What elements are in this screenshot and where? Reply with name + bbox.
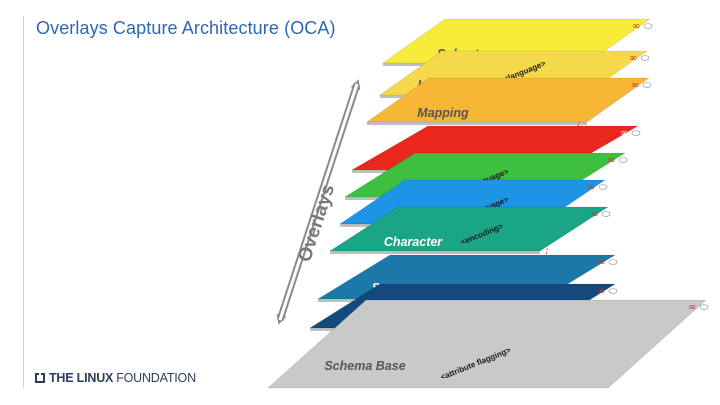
layer-source-node-icon bbox=[608, 259, 618, 265]
layer-mapping-node-icon bbox=[642, 82, 652, 88]
layer-schema-base-node-icon bbox=[699, 304, 709, 310]
layer-information-link-icon: ∞ bbox=[629, 53, 637, 64]
layer-mapping-face bbox=[366, 77, 650, 123]
layer-label-node-icon bbox=[618, 157, 628, 163]
layer-mapping-edge bbox=[367, 122, 587, 125]
layer-schema-base: ∞Schema Base<attribute flagging> bbox=[267, 299, 709, 389]
layer-format-node-icon bbox=[631, 130, 641, 136]
linux-foundation-logo: THE LINUX FOUNDATION bbox=[34, 370, 196, 386]
layer-character: ∞Character<encoding> bbox=[328, 206, 611, 254]
slide-title: Overlays Capture Architecture (OCA) bbox=[36, 18, 336, 38]
layer-schema-base-label: Schema Base bbox=[324, 359, 405, 373]
linux-foundation-mark-icon bbox=[35, 372, 45, 383]
layer-source-link-icon: ∞ bbox=[597, 257, 605, 268]
logo-text-light: FOUNDATION bbox=[116, 371, 196, 385]
layer-character-edge bbox=[330, 251, 540, 254]
layer-character-face bbox=[328, 206, 610, 252]
layer-information-node-icon bbox=[640, 55, 650, 61]
layer-masking-link-icon: ∞ bbox=[597, 286, 605, 297]
layer-character-link-icon: ∞ bbox=[590, 209, 598, 220]
layer-label-link-icon: ∞ bbox=[607, 155, 615, 166]
layer-mapping-label: Mapping bbox=[417, 106, 469, 120]
layer-subset-node-icon bbox=[643, 23, 653, 29]
layer-mapping-link-icon: ∞ bbox=[631, 80, 639, 91]
layer-character-label: Character bbox=[384, 235, 443, 249]
left-divider-line bbox=[23, 16, 24, 388]
layer-format-link-icon: ∞ bbox=[620, 128, 628, 139]
layer-character-node-icon bbox=[601, 211, 611, 217]
layer-subset-link-icon: ∞ bbox=[632, 21, 640, 32]
logo-text-bold: THE LINUX bbox=[49, 371, 114, 385]
layer-schema-base-link-icon: ∞ bbox=[688, 302, 696, 313]
layer-entry-node-icon bbox=[598, 184, 608, 190]
layer-mapping: ∞ Mapping bbox=[366, 77, 652, 125]
layer-entry-link-icon: ∞ bbox=[587, 182, 595, 193]
layer-masking-node-icon bbox=[608, 288, 618, 294]
layer-schema-base-face bbox=[267, 299, 707, 389]
